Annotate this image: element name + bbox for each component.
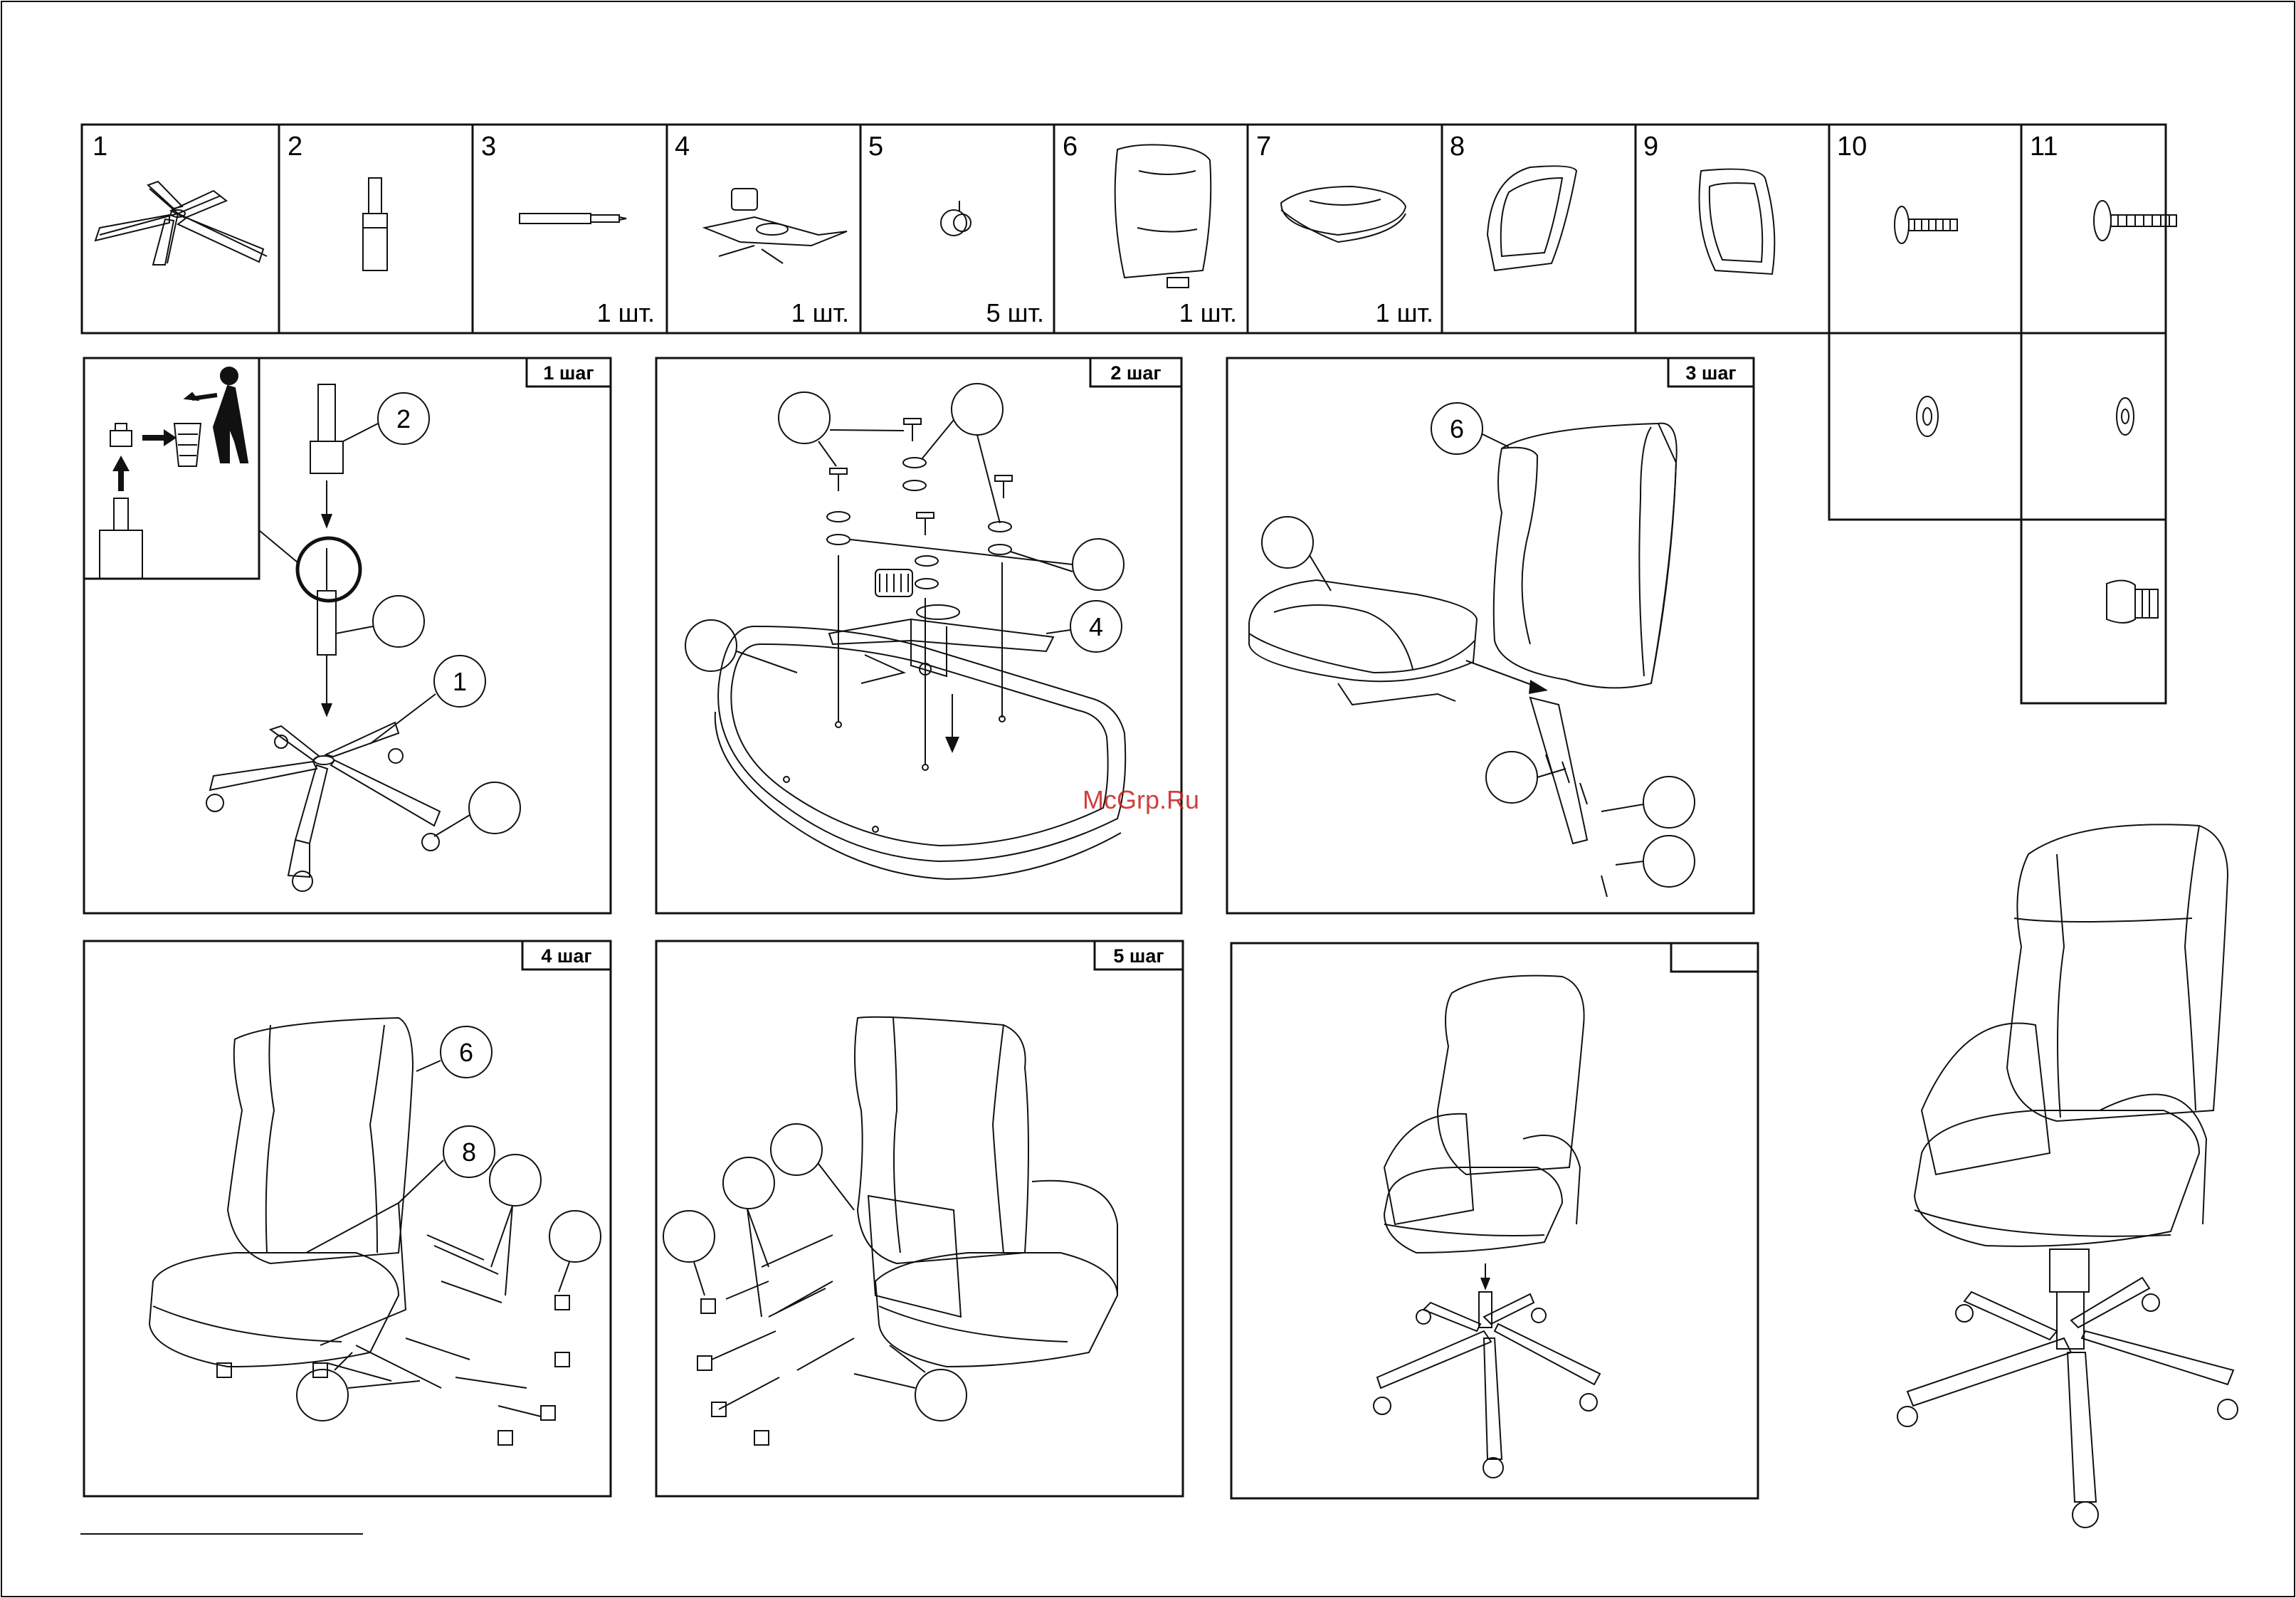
step-1-panel: 1 шаг <box>84 358 611 913</box>
part-number: 11 <box>2030 132 2058 162</box>
step-label: 1 шаг <box>543 362 594 384</box>
cap-icon <box>2107 580 2158 623</box>
mechanism-icon <box>829 569 1053 683</box>
bolt-icon <box>1895 206 1957 243</box>
part-number: 5 <box>868 132 883 162</box>
chair-base-icon <box>95 182 267 265</box>
callout: 6 <box>459 1038 473 1067</box>
backrest-icon <box>1494 424 1677 688</box>
bolt-icon <box>327 1235 541 1416</box>
part-number: 1 <box>93 132 107 162</box>
seat-icon <box>1249 580 1477 705</box>
chair-base-icon <box>206 722 440 891</box>
callout: 8 <box>462 1137 476 1167</box>
part-number: 7 <box>1256 132 1271 162</box>
step-4-panel: 4 шаг 6 8 <box>84 941 611 1496</box>
chair-icon <box>1384 976 1584 1288</box>
step-6-panel <box>1231 943 1758 1498</box>
cap-icon <box>498 1295 569 1445</box>
step-label: 4 шаг <box>541 945 591 967</box>
cap-icon <box>697 1299 769 1445</box>
callout: 4 <box>1089 612 1103 641</box>
part-number: 4 <box>675 132 690 162</box>
watermark: McGrp.Ru <box>1083 785 1199 814</box>
callout: 1 <box>453 667 467 696</box>
step-2-panel: 2 шаг <box>656 358 1181 913</box>
mechanism-icon <box>705 189 847 263</box>
part-quantity: 1 шт. <box>791 298 849 327</box>
step-label: 5 шаг <box>1113 945 1164 967</box>
chair-icon <box>855 1017 1117 1367</box>
step-3-panel: 3 шаг 6 <box>1227 358 1754 913</box>
part-number: 6 <box>1063 132 1078 162</box>
part-number: 10 <box>1837 132 1867 162</box>
washer-icon <box>1917 396 1938 436</box>
bolt-icon <box>830 419 1012 535</box>
chair-icon <box>149 1018 413 1377</box>
callout: 2 <box>396 404 411 433</box>
caster-icon <box>941 201 971 236</box>
washer-icon <box>827 458 1011 589</box>
bolt-icon <box>2094 201 2176 241</box>
part-quantity: 5 шт. <box>986 298 1044 327</box>
bolt-icon <box>712 1235 854 1409</box>
gas-lift-icon <box>310 384 343 715</box>
seat-icon <box>715 626 1125 879</box>
armrest-icon <box>1700 169 1775 274</box>
backrest-icon <box>1115 144 1211 288</box>
gas-lift-icon <box>363 178 387 270</box>
rod-icon <box>520 214 626 224</box>
part-number: 3 <box>481 132 496 162</box>
part-quantity: 1 шт. <box>1179 298 1237 327</box>
assembled-chair-icon <box>1897 824 2238 1528</box>
bolt-icon <box>1546 755 1607 897</box>
step-label: 2 шаг <box>1110 362 1161 384</box>
step-label: 3 шаг <box>1685 362 1736 384</box>
chair-base-icon <box>1374 1292 1600 1478</box>
part-number: 9 <box>1643 132 1658 162</box>
seat-icon <box>1281 186 1406 242</box>
callout: 6 <box>1450 414 1464 443</box>
part-quantity: 1 шт. <box>1376 298 1433 327</box>
part-number: 8 <box>1450 132 1465 162</box>
armrest-icon <box>1487 166 1576 270</box>
washer-icon <box>2117 398 2134 435</box>
part-number: 2 <box>288 132 302 162</box>
step-5-panel: 5 шаг <box>656 941 1183 1496</box>
part-quantity: 1 шт. <box>597 298 655 327</box>
